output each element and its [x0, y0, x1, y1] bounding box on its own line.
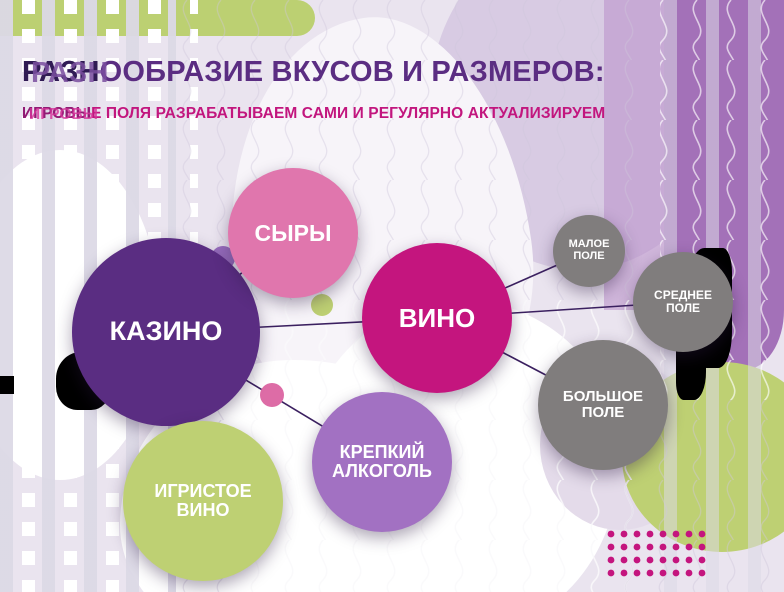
connector-casino-spirits: [244, 378, 325, 428]
decor-dot: [685, 556, 693, 564]
decor-dot: [633, 556, 641, 564]
decor-dot: [672, 556, 680, 564]
node-wine[interactable]: ВИНО: [362, 243, 512, 393]
decor-dot: [620, 543, 628, 551]
page-title-text: РАЗНООБРАЗИЕ ВКУСОВ И РАЗМЕРОВ:: [22, 56, 605, 88]
decor-dot: [607, 569, 615, 577]
node-cheese[interactable]: СЫРЫ: [228, 168, 358, 298]
decor-dot: [646, 543, 654, 551]
page-subtitle-ghost-a: ИГРОВЫ: [22, 105, 92, 122]
decor-dot: [685, 569, 693, 577]
connector-wine-small: [503, 263, 559, 290]
page-title-ghost-a: РАЗН: [22, 56, 100, 88]
node-cheese-label: СЫРЫ: [254, 219, 332, 246]
decor-dot: [620, 569, 628, 577]
decor-dot: [672, 569, 680, 577]
decor-dot: [698, 543, 706, 551]
decor-dot: [646, 569, 654, 577]
decor-dot: [698, 569, 706, 577]
connector-wine-large: [501, 351, 548, 377]
decor-dot: [659, 556, 667, 564]
decor-dot: [698, 530, 706, 538]
artifact-black-edge: [0, 376, 14, 394]
connector-wine-medium: [509, 304, 636, 315]
decor-dot: [672, 543, 680, 551]
decor-dot: [698, 556, 706, 564]
node-casino[interactable]: КАЗИНО: [72, 238, 260, 426]
decor-dot: [672, 530, 680, 538]
decor-dot: [646, 530, 654, 538]
decor-dot: [633, 569, 641, 577]
connector-dot-casino-wine[interactable]: [311, 294, 333, 316]
connector-casino-wine: [257, 320, 365, 329]
node-casino-label: КАЗИНО: [109, 316, 223, 347]
decor-dot: [685, 530, 693, 538]
page-title-ghost-b: РАЗН: [31, 57, 109, 89]
page-subtitle-ghost-b: ИГРОВЫ: [29, 106, 99, 123]
decor-dot: [607, 543, 615, 551]
node-wine-label: ВИНО: [398, 302, 476, 333]
decor-dot: [646, 556, 654, 564]
page-title: РАЗНООБРАЗИЕ ВКУСОВ И РАЗМЕРОВ: РАЗН РАЗ…: [22, 56, 762, 89]
page-subtitle-text: ИГРОВЫЕ ПОЛЯ РАЗРАБАТЫВАЕМ САМИ И РЕГУЛЯ…: [22, 105, 606, 122]
decor-dot: [620, 556, 628, 564]
page-subtitle: ИГРОВЫЕ ПОЛЯ РАЗРАБАТЫВАЕМ САМИ И РЕГУЛЯ…: [22, 105, 782, 123]
decor-dot: [607, 556, 615, 564]
decor-dot: [685, 543, 693, 551]
decor-dot-grid: [607, 530, 706, 577]
connector-dot-casino-spirits[interactable]: [260, 383, 284, 407]
decor-dot: [659, 530, 667, 538]
decor-dot: [659, 569, 667, 577]
decor-dot: [633, 543, 641, 551]
decor-dot: [633, 530, 641, 538]
decor-dot: [620, 530, 628, 538]
decor-dot: [659, 543, 667, 551]
decor-dot: [607, 530, 615, 538]
